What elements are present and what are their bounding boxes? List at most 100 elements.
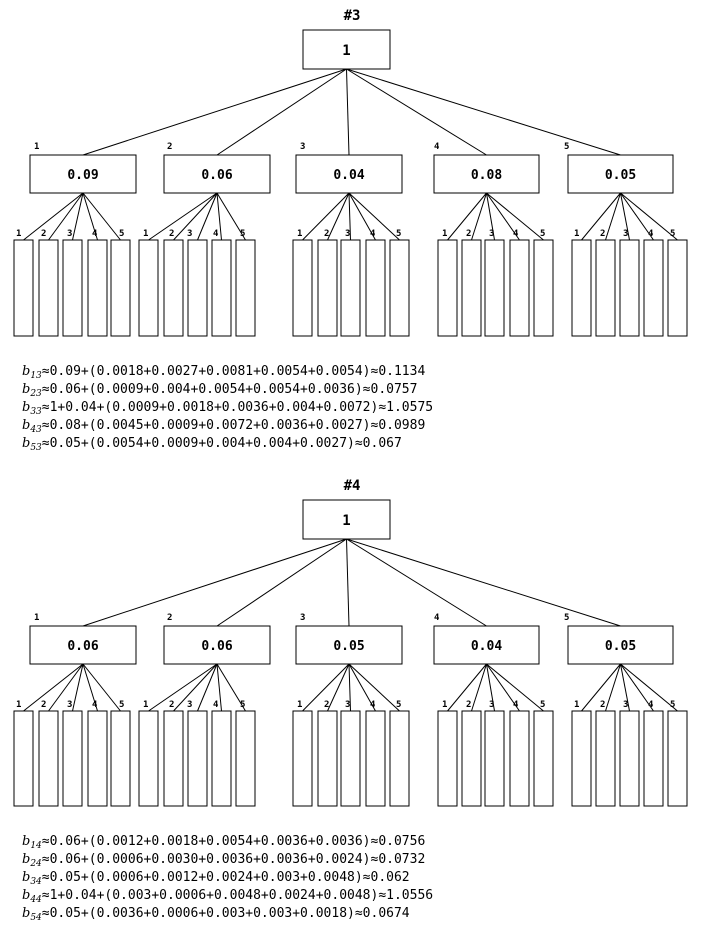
leaf-box <box>292 710 313 807</box>
leaf-box <box>292 239 313 337</box>
leaf-box <box>643 239 664 337</box>
equation-subscript: 44 <box>29 895 42 905</box>
leaf-index-label: 3 <box>623 229 628 239</box>
leaf-box <box>211 710 232 807</box>
leaf-box <box>110 239 131 337</box>
equation-line: b43≈0.08+(0.0045+0.0009+0.0072+0.0036+0.… <box>22 418 425 435</box>
edge-child-to-leaf <box>48 192 84 241</box>
leaf-index-label: 2 <box>600 229 605 239</box>
leaf-box <box>317 239 338 337</box>
edge-child-to-leaf <box>348 192 351 241</box>
leaf-index-label: 3 <box>489 700 494 710</box>
leaf-node: 3 <box>340 663 361 807</box>
leaf-box <box>461 239 482 337</box>
equation-variable: b <box>22 418 30 433</box>
equation-variable: b <box>22 906 30 921</box>
edge-child-to-leaf <box>348 192 376 241</box>
child-value: 0.04 <box>333 168 364 183</box>
leaf-box <box>13 710 34 807</box>
leaf-node: 5 <box>82 192 131 337</box>
leaf-node: 4 <box>486 663 530 807</box>
edge-child-to-leaf <box>471 192 487 241</box>
leaf-box <box>187 710 208 807</box>
equation-variable: b <box>22 436 30 451</box>
leaf-index-label: 5 <box>670 700 675 710</box>
equation-subscript: 43 <box>29 425 42 435</box>
equation-subscript: 53 <box>30 443 42 453</box>
leaf-index-label: 2 <box>466 700 471 710</box>
leaf-box <box>62 239 83 337</box>
leaf-index-label: 3 <box>187 229 192 239</box>
equation-subscript: 54 <box>30 913 42 923</box>
leaf-index-label: 3 <box>623 700 628 710</box>
child-value: 0.06 <box>67 639 98 654</box>
leaf-index-label: 1 <box>442 700 447 710</box>
leaf-index-label: 4 <box>648 700 654 710</box>
child-value: 0.04 <box>471 639 502 654</box>
child-index-label: 1 <box>34 613 39 623</box>
leaf-index-label: 3 <box>345 229 350 239</box>
edge-child-to-leaf <box>486 663 520 712</box>
diagram-title: #4 <box>344 478 361 494</box>
child-value: 0.08 <box>471 168 502 183</box>
edge-child-to-leaf <box>327 192 350 241</box>
equation-variable: b <box>22 888 30 903</box>
edge-child-to-leaf <box>348 663 400 712</box>
edge-root-to-child <box>346 68 350 156</box>
equation-line: b34≈0.05+(0.0006+0.0012+0.0024+0.003+0.0… <box>22 870 410 887</box>
leaf-box <box>340 710 361 807</box>
leaf-node: 1 <box>437 192 487 337</box>
leaf-node: 2 <box>595 192 621 337</box>
leaf-index-label: 4 <box>92 229 98 239</box>
edge-child-to-leaf <box>82 192 98 241</box>
edge-child-to-leaf <box>148 663 218 712</box>
equation-variable: b <box>22 400 30 415</box>
root-node: 1 <box>302 29 391 70</box>
leaf-index-label: 2 <box>600 700 605 710</box>
root-value: 1 <box>342 513 350 529</box>
leaf-index-label: 4 <box>513 700 519 710</box>
leaf-node: 3 <box>187 192 218 337</box>
edge-root-to-child <box>82 538 347 627</box>
leaf-node: 4 <box>348 663 386 807</box>
edge-child-to-leaf <box>216 663 246 712</box>
equation-expression: ≈1+0.04+(0.0009+0.0018+0.0036+0.004+0.00… <box>42 400 433 415</box>
child-index-label: 3 <box>300 613 305 623</box>
leaf-node: 3 <box>484 192 505 337</box>
child-box <box>567 154 674 194</box>
equation-variable: b <box>22 364 30 379</box>
child-index-label: 2 <box>167 613 172 623</box>
leaf-index-label: 5 <box>396 700 401 710</box>
leaf-index-label: 5 <box>240 700 245 710</box>
child-index-label: 5 <box>564 142 569 152</box>
leaf-box <box>163 710 184 807</box>
edge-child-to-leaf <box>197 192 218 241</box>
edge-root-to-child <box>346 68 487 156</box>
edge-child-to-leaf <box>173 192 218 241</box>
edge-child-to-leaf <box>48 663 84 712</box>
edge-child-to-leaf <box>486 663 495 712</box>
equation-expression: ≈1+0.04+(0.003+0.0006+0.0048+0.0024+0.00… <box>42 888 433 903</box>
leaf-index-label: 3 <box>489 229 494 239</box>
leaf-index-label: 5 <box>240 229 245 239</box>
leaf-index-label: 1 <box>574 700 579 710</box>
child-index-label: 4 <box>434 613 440 623</box>
leaf-index-label: 2 <box>169 700 174 710</box>
leaf-index-label: 1 <box>16 700 21 710</box>
leaf-box <box>138 239 159 337</box>
edge-child-to-leaf <box>620 663 654 712</box>
equation-variable: b <box>22 834 30 849</box>
leaf-node: 3 <box>187 663 218 807</box>
leaf-node: 4 <box>348 192 386 337</box>
child-value: 0.06 <box>201 168 232 183</box>
